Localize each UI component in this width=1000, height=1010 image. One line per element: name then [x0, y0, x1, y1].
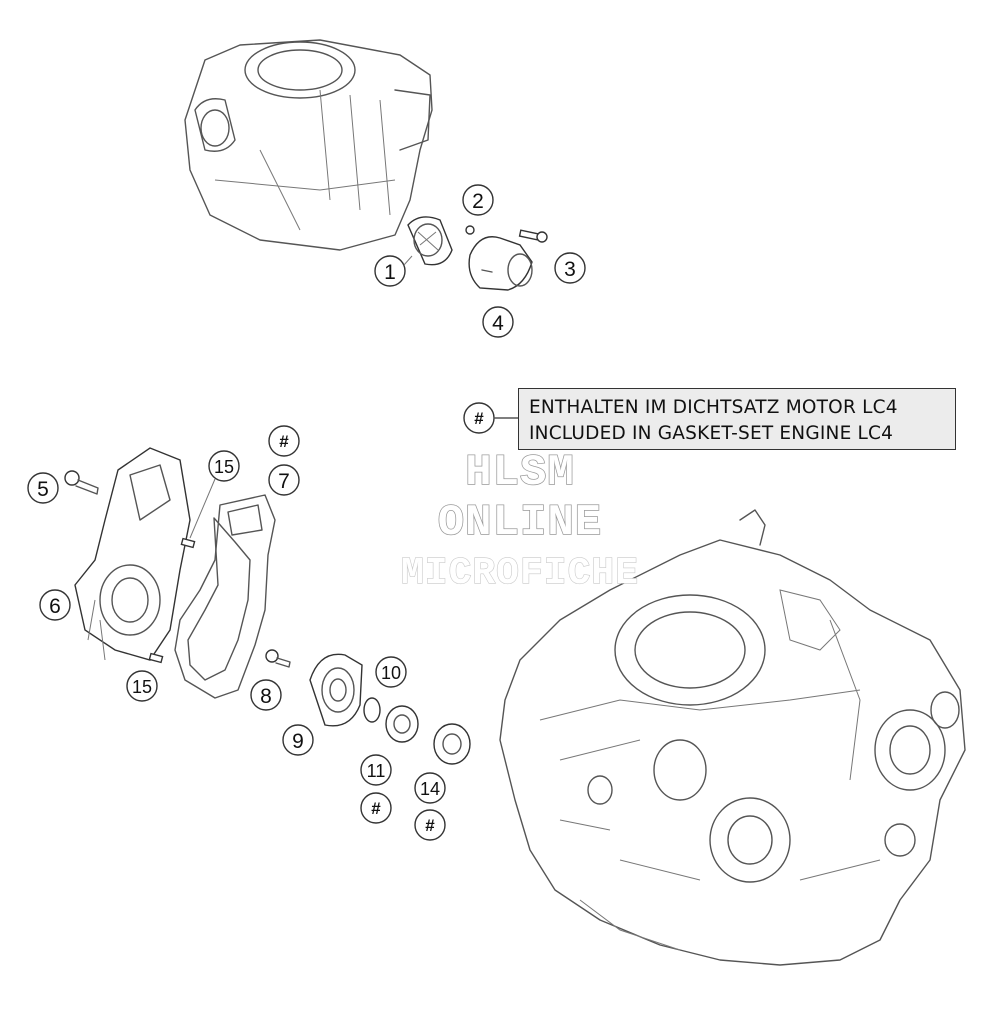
callout-hash-7: # [268, 425, 300, 457]
callout-4-label: 4 [492, 312, 504, 335]
callout-hash-11: # [360, 792, 392, 824]
callout-7-label: 7 [278, 470, 290, 493]
screw-5-drawing [64, 470, 99, 495]
callout-11: 11 [360, 754, 392, 786]
legend-hash-label: # [474, 409, 484, 428]
callout-2: 2 [462, 184, 494, 216]
callout-hash-7-label: # [279, 432, 289, 451]
callout-6: 6 [39, 589, 71, 621]
legend-line-german: ENTHALTEN IM DICHTSATZ MOTOR LC4 [529, 397, 898, 418]
thermostat-housing-drawing [468, 236, 533, 291]
impeller-drawing [309, 653, 363, 727]
legend-hash-marker: # [463, 402, 519, 434]
screw-8-drawing [265, 649, 291, 668]
callout-1-label: 1 [384, 261, 396, 284]
callout-15-top-label: 15 [214, 457, 234, 477]
callout-5: 5 [27, 472, 59, 504]
seal-14-drawing [433, 723, 471, 765]
cylinder-drawing [184, 39, 433, 251]
watermark-line-3: MICROFICHE [400, 551, 640, 595]
thermostat-drawing [407, 216, 453, 266]
engine-case-drawing [499, 509, 966, 966]
callout-10: 10 [375, 656, 407, 688]
watermark-line-1: HLSM [464, 447, 575, 499]
callout-hash-14-label: # [425, 816, 435, 835]
callout-4: 4 [482, 306, 514, 338]
callout-hash-11-label: # [371, 799, 381, 818]
callout-14: 14 [414, 772, 446, 804]
callout-8: 8 [250, 679, 282, 711]
callout-8-label: 8 [260, 685, 272, 708]
callout-9-label: 9 [292, 730, 304, 753]
callout-6-label: 6 [49, 595, 61, 618]
callout-11-label: 11 [367, 761, 386, 781]
legend-line-english: INCLUDED IN GASKET-SET ENGINE LC4 [529, 423, 894, 444]
part-2-drawing [465, 225, 475, 235]
callout-15-bottom-label: 15 [132, 677, 152, 697]
callout-2-label: 2 [472, 190, 484, 213]
legend-box: ENTHALTEN IM DICHTSATZ MOTOR LC4 INCLUDE… [518, 388, 956, 450]
dowel-top-drawing [180, 537, 196, 549]
dowel-bottom-drawing [148, 652, 164, 664]
callout-9: 9 [282, 724, 314, 756]
screw-3-drawing [518, 229, 548, 243]
callout-10-label: 10 [381, 663, 401, 683]
callout-15-bottom: 15 [126, 670, 158, 702]
callout-14-label: 14 [420, 779, 440, 799]
gasket-drawing [174, 494, 276, 699]
callout-3-label: 3 [564, 258, 576, 281]
callout-5-label: 5 [37, 478, 49, 501]
washer-drawing [363, 697, 381, 723]
callout-7: 7 [268, 464, 300, 496]
callout-1: 1 [374, 255, 406, 287]
seal-11-drawing [385, 705, 419, 743]
callout-15-top: 15 [208, 450, 240, 482]
callout-hash-14: # [414, 809, 446, 841]
callout-3: 3 [554, 252, 586, 284]
water-pump-cover-drawing [74, 447, 191, 661]
watermark-line-2: ONLINE [437, 497, 603, 549]
